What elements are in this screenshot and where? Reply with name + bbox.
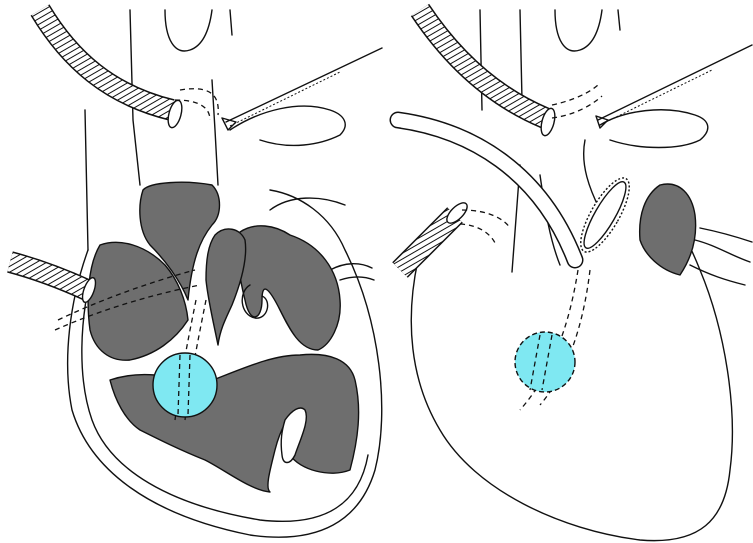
right-panel [398,10,752,541]
right-dashed-side [460,210,510,245]
left-panel [10,10,382,537]
right-ra-outline [600,110,708,148]
right-sutured-patch [572,172,638,259]
right-needle [598,45,752,120]
left-vessel-top [165,10,232,51]
left-vessel-top-right [85,110,88,250]
left-right-chamber [238,226,340,350]
left-occluder-device [153,353,217,417]
right-atrial-patch [640,184,696,275]
left-ventricle-large [110,354,359,492]
right-occluder-device [515,332,575,392]
left-needle [226,48,382,122]
right-dashed-top [552,85,602,118]
left-middle-chamber [206,229,246,345]
